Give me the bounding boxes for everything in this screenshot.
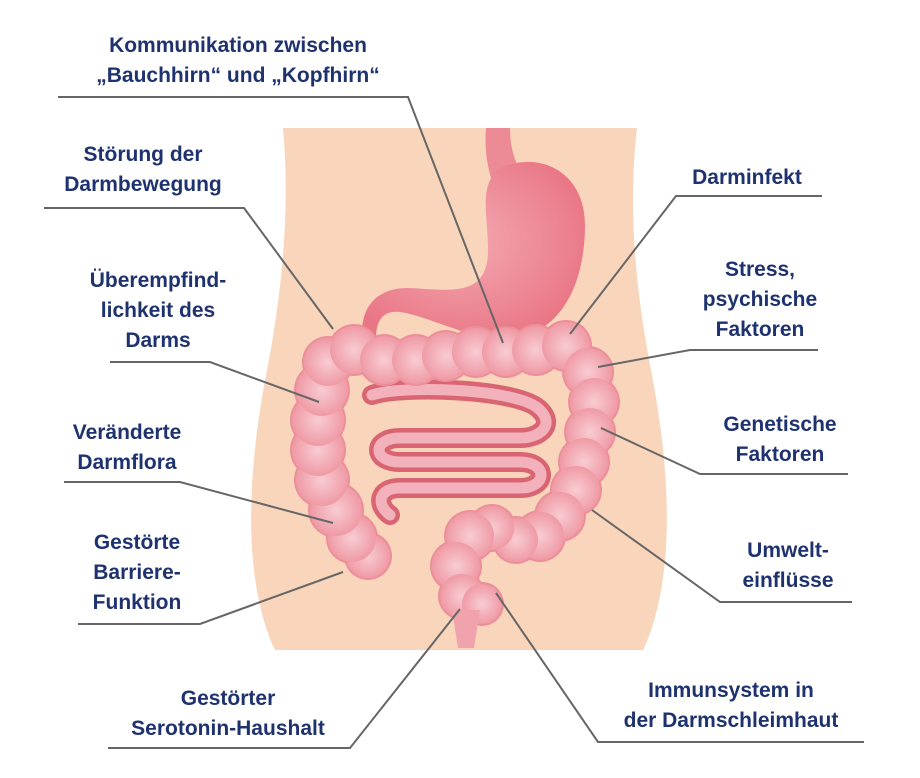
leader-line-genetisch [600, 427, 848, 475]
label-ueberempfind-line3: Darms [125, 329, 191, 352]
leader-line-barriere [78, 571, 344, 625]
label-kommunikation-line1: Kommunikation zwischen [109, 34, 367, 57]
label-barriere-line2: Barriere- [93, 561, 181, 584]
label-serotonin-line2: Serotonin-Haushalt [131, 717, 325, 740]
label-umwelt-line1: Umwelt- [747, 539, 829, 562]
label-immunsystem: Immunsystem in der Darmschleimhaut [596, 676, 866, 736]
leader-line-kommunikation [58, 96, 504, 344]
leader-line-ueberempfind [110, 361, 320, 403]
label-barriere-line3: Funktion [92, 591, 182, 614]
leader-line-darmflora [64, 481, 334, 524]
leader-line-serotonin [108, 608, 461, 749]
label-serotonin-line1: Gestörter [180, 687, 276, 710]
label-darminfekt-line1: Darminfekt [692, 166, 802, 189]
label-kommunikation: Kommunikation zwischen „Bauchhirn“ und „… [60, 31, 416, 91]
label-darmflora: Veränderte Darmflora [50, 418, 204, 478]
stomach [361, 161, 585, 339]
leader-line-immunsystem [495, 592, 864, 743]
label-ueberempfind: Überempfind- lichkeit des Darms [60, 266, 256, 356]
label-stress-line2: psychische [702, 288, 818, 311]
leader-lines [44, 96, 864, 749]
leader-line-darminfekt [569, 195, 822, 335]
label-kommunikation-line2: „Bauchhirn“ und „Kopfhirn“ [96, 64, 380, 87]
label-genetisch-line1: Genetische [723, 413, 837, 436]
label-stoerung: Störung der Darmbewegung [40, 140, 246, 200]
label-barriere-line1: Gestörte [93, 531, 181, 554]
leader-line-umwelt [591, 509, 852, 603]
leader-line-stress [597, 349, 818, 368]
label-ueberempfind-line2: lichkeit des [100, 299, 216, 322]
label-serotonin: Gestörter Serotonin-Haushalt [100, 684, 356, 744]
label-stress: Stress, psychische Faktoren [690, 255, 830, 345]
label-darmflora-line1: Veränderte [72, 421, 182, 444]
rectum [452, 610, 480, 648]
label-immunsystem-line1: Immunsystem in [648, 679, 814, 702]
label-genetisch-line2: Faktoren [735, 443, 825, 466]
label-umwelt: Umwelt- einflüsse [720, 536, 856, 596]
label-genetisch: Genetische Faktoren [700, 410, 860, 470]
large-intestine [290, 320, 620, 626]
label-barriere: Gestörte Barriere- Funktion [60, 528, 214, 618]
label-immunsystem-line2: der Darmschleimhaut [623, 709, 839, 732]
label-stoerung-line1: Störung der [83, 143, 203, 166]
label-stress-line3: Faktoren [715, 318, 805, 341]
label-stoerung-line2: Darmbewegung [64, 173, 222, 196]
label-darmflora-line2: Darmflora [77, 451, 177, 474]
small-intestine [362, 379, 556, 525]
label-ueberempfind-line1: Überempfind- [89, 269, 227, 292]
label-umwelt-line2: einflüsse [742, 569, 834, 592]
label-darminfekt: Darminfekt [668, 163, 826, 193]
leader-line-stoerung [44, 207, 334, 330]
label-stress-line1: Stress, [724, 258, 796, 281]
